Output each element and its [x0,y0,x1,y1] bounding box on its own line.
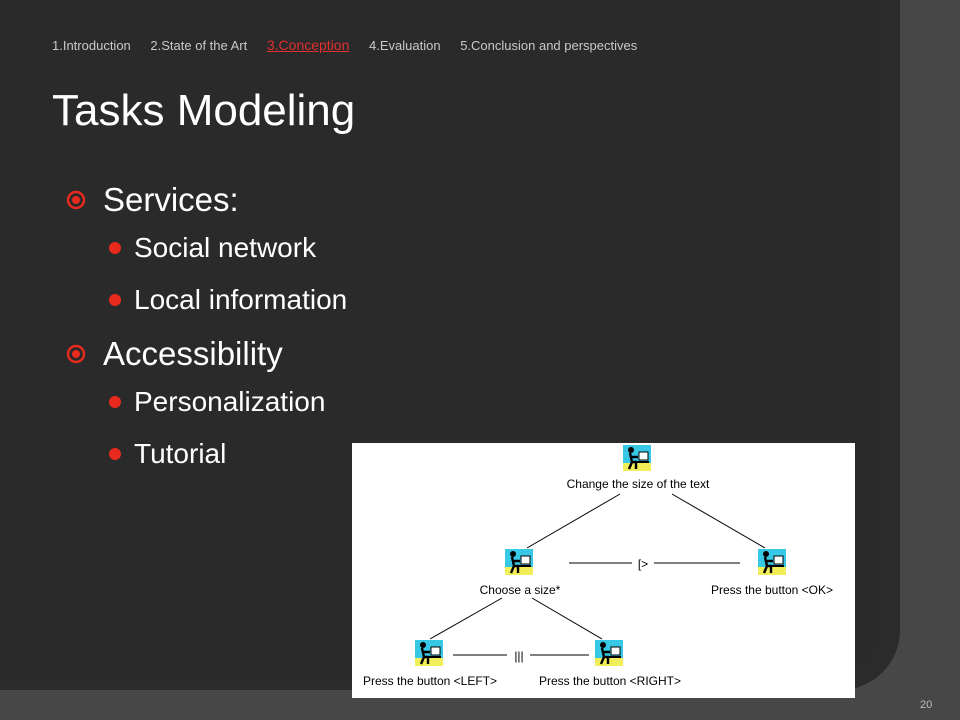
node-press-left-label: Press the button <LEFT> [363,674,497,688]
operator-disabling-label: [> [638,557,648,571]
sub-bullet-label: Personalization [134,386,326,417]
edge-left-leafright [531,597,603,640]
sub-bullet: Social network [66,228,347,280]
node-root-label: Change the size of the text [567,477,710,491]
dot-bullet-icon [109,448,121,460]
sub-bullet: Personalization [66,382,347,434]
sub-bullet: Local information [66,280,347,332]
task-icon-press-ok [756,547,788,577]
node-press-right-label: Press the button <RIGHT> [539,674,681,688]
node-press-ok-label: Press the button <OK> [711,583,833,597]
nav-item-introduction[interactable]: 1.Introduction [52,38,131,53]
page-number: 20 [920,699,933,711]
edge-left-leafleft [429,597,503,640]
bullet-accessibility-label: Accessibility [103,335,283,372]
task-icon-choose-size [503,547,535,577]
dot-bullet-icon [109,242,121,254]
edge-root-left [526,493,621,549]
task-icon-root [621,443,653,473]
bullet-accessibility: Accessibility [66,332,347,382]
slide-title: Tasks Modeling [52,86,356,135]
nav-item-evaluation[interactable]: 4.Evaluation [369,38,441,53]
edge-root-right [671,493,766,549]
node-choose-size-label: Choose a size* [480,583,561,597]
nav-item-conception[interactable]: 3.Conception [266,37,350,53]
sub-bullet-label: Social network [134,232,317,263]
sub-bullet-label: Tutorial [134,438,227,469]
bullet-services-label: Services: [103,181,239,218]
task-model-diagram: Change the size of the text Choose a siz… [352,443,855,698]
dot-bullet-icon [109,294,121,306]
target-bullet-icon [66,190,86,210]
task-tree-svg: Change the size of the text Choose a siz… [363,443,833,688]
target-bullet-icon [66,344,86,364]
nav-item-conclusion[interactable]: 5.Conclusion and perspectives [460,38,638,53]
sub-bullet-label: Local information [134,284,348,315]
task-icon-press-right [593,638,625,668]
bullet-services: Services: [66,178,347,228]
section-nav: 1.Introduction 2.State of the Art 3.Conc… [52,37,653,57]
task-icon-press-left [413,638,445,668]
operator-interleaving-label: ||| [514,649,523,663]
bullet-list: Services: Social network Local informati… [66,178,347,486]
nav-item-state-of-art[interactable]: 2.State of the Art [150,38,248,53]
sub-bullet: Tutorial [66,434,347,486]
dot-bullet-icon [109,396,121,408]
